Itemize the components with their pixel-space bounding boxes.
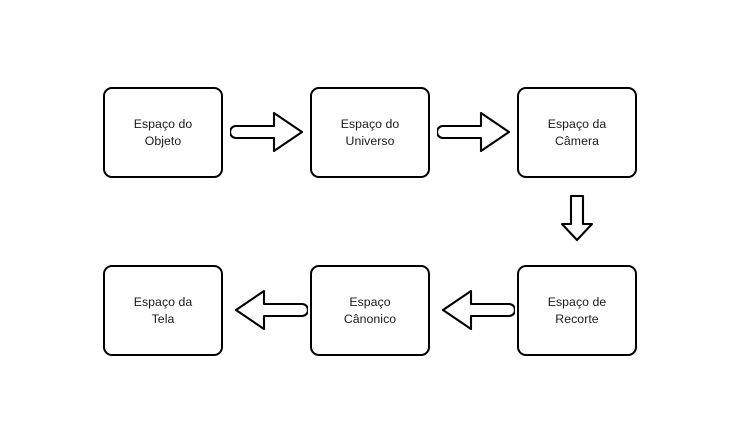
node-espaco-do-objeto[interactable]: Espaço do Objeto: [103, 87, 223, 178]
node-label: Espaço da Tela: [133, 294, 193, 326]
node-label: Espaço Cânonico: [343, 294, 397, 326]
arrow-left-icon: [437, 284, 515, 336]
node-espaco-do-universo[interactable]: Espaço do Universo: [310, 87, 430, 178]
arrow-left-icon: [230, 284, 308, 336]
node-espaco-de-recorte[interactable]: Espaço de Recorte: [517, 265, 637, 356]
node-label: Espaço do Universo: [340, 116, 400, 148]
node-label: Espaço do Objeto: [133, 116, 193, 148]
node-espaco-canonico[interactable]: Espaço Cânonico: [310, 265, 430, 356]
arrow-down-icon: [559, 190, 595, 244]
arrow-right-icon: [230, 106, 308, 158]
node-espaco-da-camera[interactable]: Espaço da Câmera: [517, 87, 637, 178]
node-espaco-da-tela[interactable]: Espaço da Tela: [103, 265, 223, 356]
node-label: Espaço da Câmera: [547, 116, 607, 148]
node-label: Espaço de Recorte: [547, 294, 607, 326]
arrow-right-icon: [437, 106, 515, 158]
